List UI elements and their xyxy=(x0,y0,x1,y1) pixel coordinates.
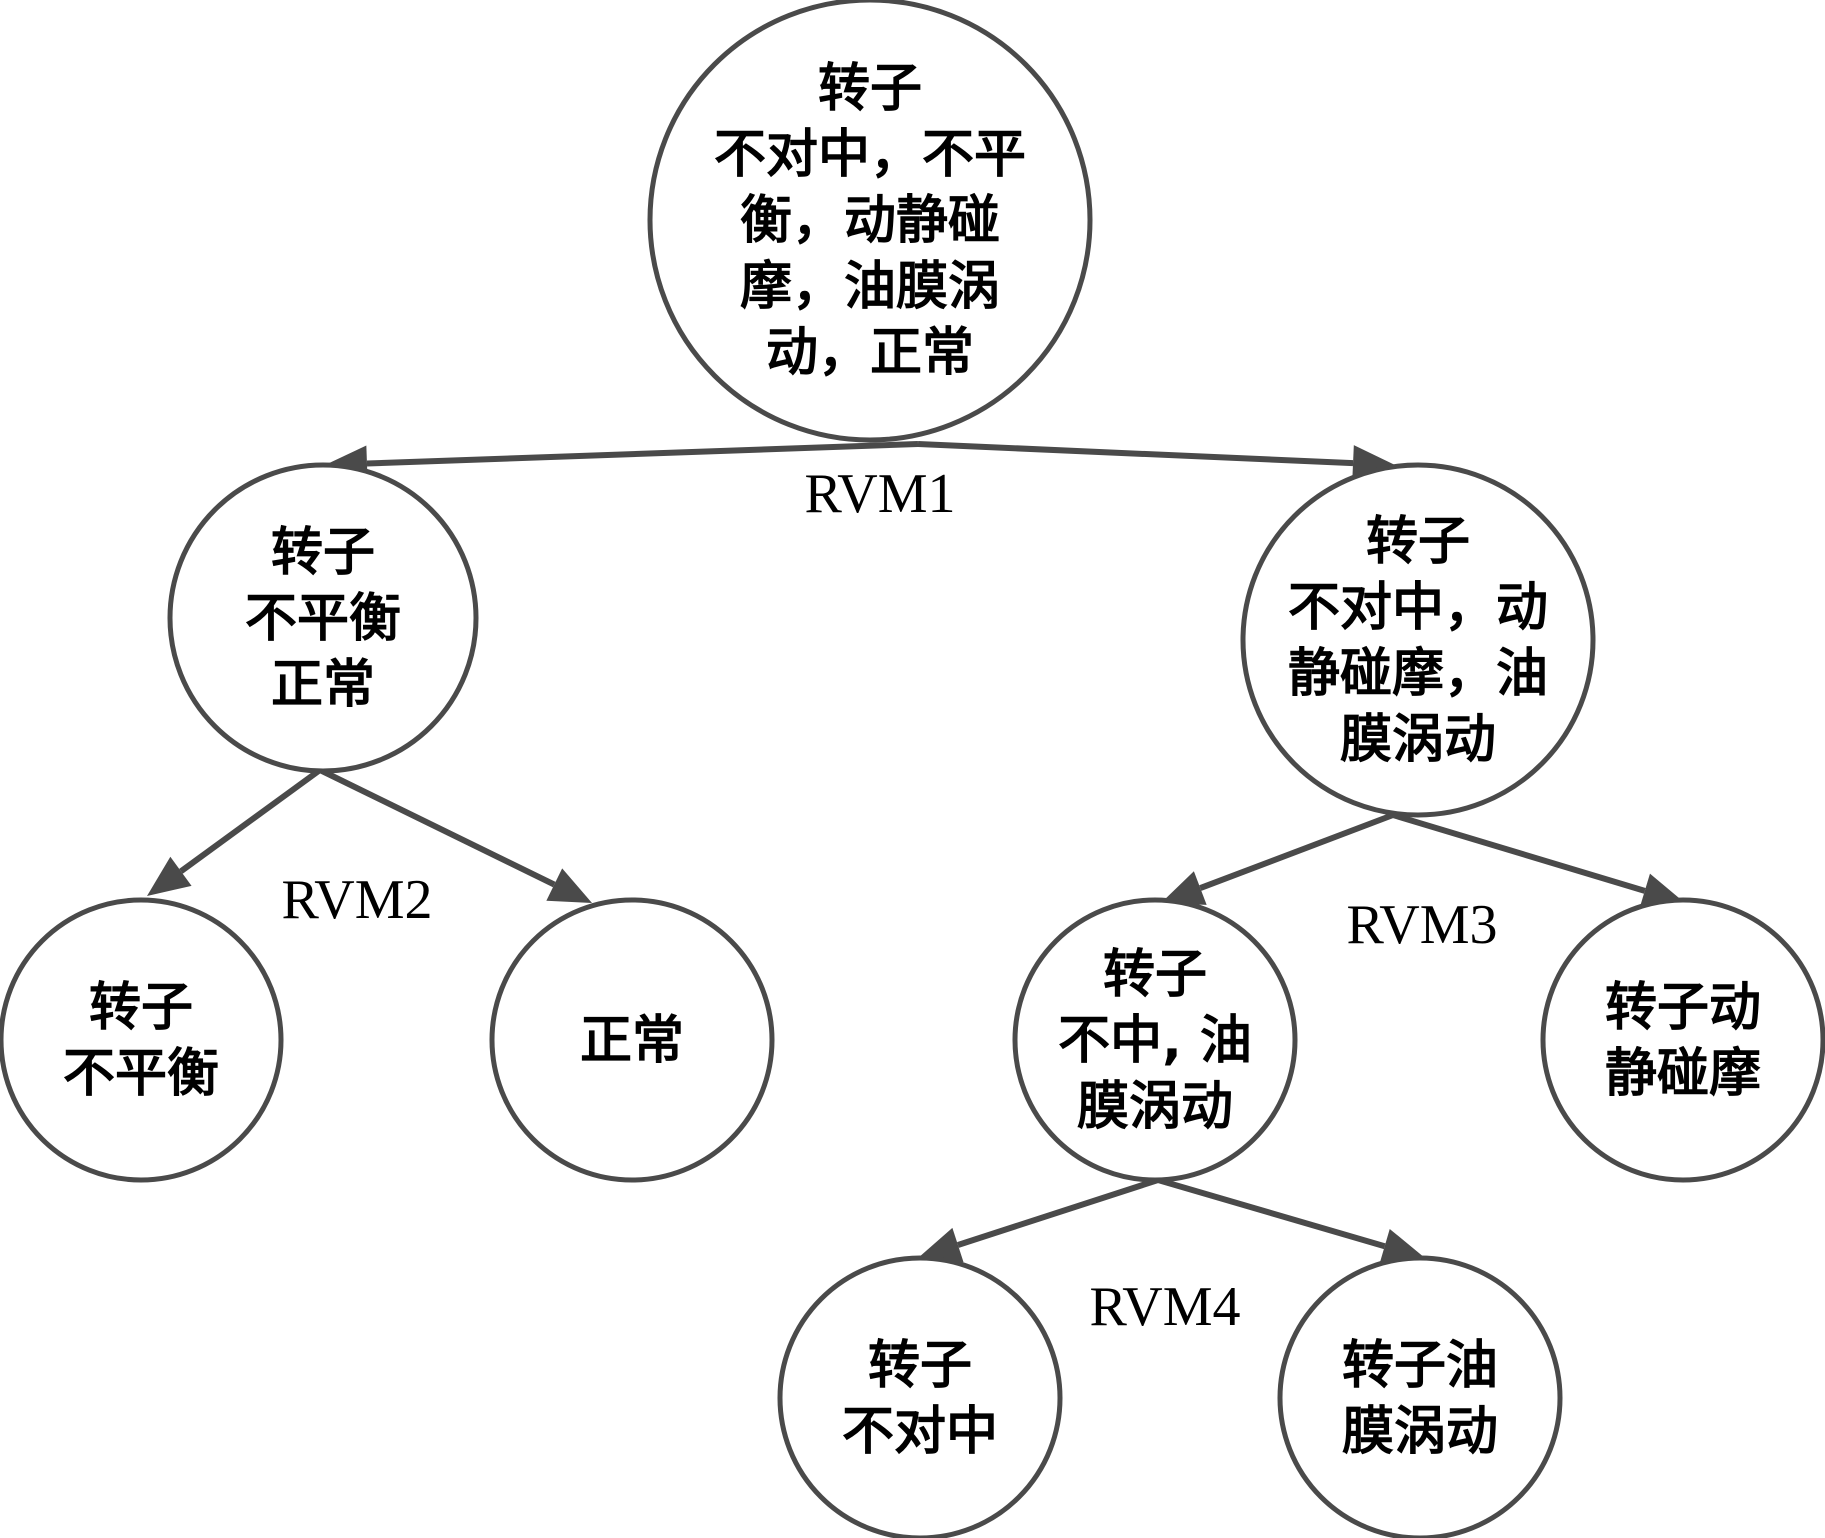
arrowhead-icon xyxy=(1379,1228,1425,1264)
node-label-line: 转子 xyxy=(1103,945,1207,1005)
node-label-line: 不对中，不平 xyxy=(714,125,1026,185)
arrowhead-icon xyxy=(147,856,192,896)
node-label-line: 不对中 xyxy=(842,1402,998,1462)
edge-line xyxy=(318,767,556,888)
edge-root-r xyxy=(917,441,1395,482)
edge-rl-rll xyxy=(918,1177,1159,1263)
edge-line xyxy=(957,1177,1159,1248)
node-label-line: 动，正常 xyxy=(766,323,974,383)
classifier-label-rvm2: RVM2 xyxy=(281,869,432,931)
node-circle xyxy=(167,462,479,774)
node-label-line: 转子 xyxy=(868,1336,972,1396)
edge-line xyxy=(366,441,919,467)
arrowhead-icon xyxy=(546,868,592,903)
edge-l-lr xyxy=(318,767,592,903)
edge-line xyxy=(1157,1177,1386,1250)
arrowhead-icon xyxy=(918,1227,964,1263)
node-label-line: 正常 xyxy=(580,1011,684,1071)
edge-line xyxy=(1199,812,1395,891)
node-label-line: 不平衡 xyxy=(245,589,401,649)
node-circle xyxy=(1240,462,1596,818)
node-label-line: 静碰摩 xyxy=(1605,1044,1761,1104)
node-circle xyxy=(777,1255,1063,1538)
classifier-label-rvm4: RVM4 xyxy=(1089,1276,1240,1338)
node-label-line: 不平衡 xyxy=(63,1044,219,1104)
node-label-line: 膜涡动 xyxy=(1077,1077,1233,1137)
tree-node-lr: 正常 xyxy=(489,897,775,1183)
edge-rl-rlr xyxy=(1157,1177,1425,1264)
node-label-line: 转子 xyxy=(271,523,375,583)
node-label-line: 衡，动静碰 xyxy=(740,191,1000,251)
node-label-line: 正常 xyxy=(271,655,375,715)
node-circle xyxy=(489,897,775,1183)
node-circle xyxy=(1540,897,1825,1183)
node-label-line: 不中, 油 xyxy=(1058,1011,1252,1071)
node-label-line: 转子 xyxy=(818,59,922,119)
node-circle xyxy=(1277,1255,1563,1538)
node-label-line: 静碰摩，油 xyxy=(1288,644,1548,704)
arrowhead-icon xyxy=(1161,871,1207,905)
edge-line xyxy=(179,767,322,874)
node-label-line: 转子 xyxy=(1366,512,1470,572)
classifier-label-rvm1: RVM1 xyxy=(804,463,955,525)
node-label-line: 转子 xyxy=(89,978,193,1038)
node-label-line: 摩，油膜涡 xyxy=(740,257,1000,317)
node-label-line: 转子动 xyxy=(1605,978,1761,1038)
edge-l-ll xyxy=(147,767,322,896)
node-circle xyxy=(1012,897,1298,1183)
edge-line xyxy=(917,441,1354,467)
node-label-line: 不对中，动 xyxy=(1288,578,1548,638)
node-label-line: 膜涡动 xyxy=(1340,710,1496,770)
node-label-line: 膜涡动 xyxy=(1342,1402,1498,1462)
edge-line xyxy=(1392,812,1646,894)
edge-r-rl xyxy=(1161,812,1395,905)
classifier-label-rvm3: RVM3 xyxy=(1346,894,1497,956)
node-circle xyxy=(647,0,1093,443)
node-label-line: 转子油 xyxy=(1342,1336,1498,1396)
node-circle xyxy=(0,897,284,1183)
